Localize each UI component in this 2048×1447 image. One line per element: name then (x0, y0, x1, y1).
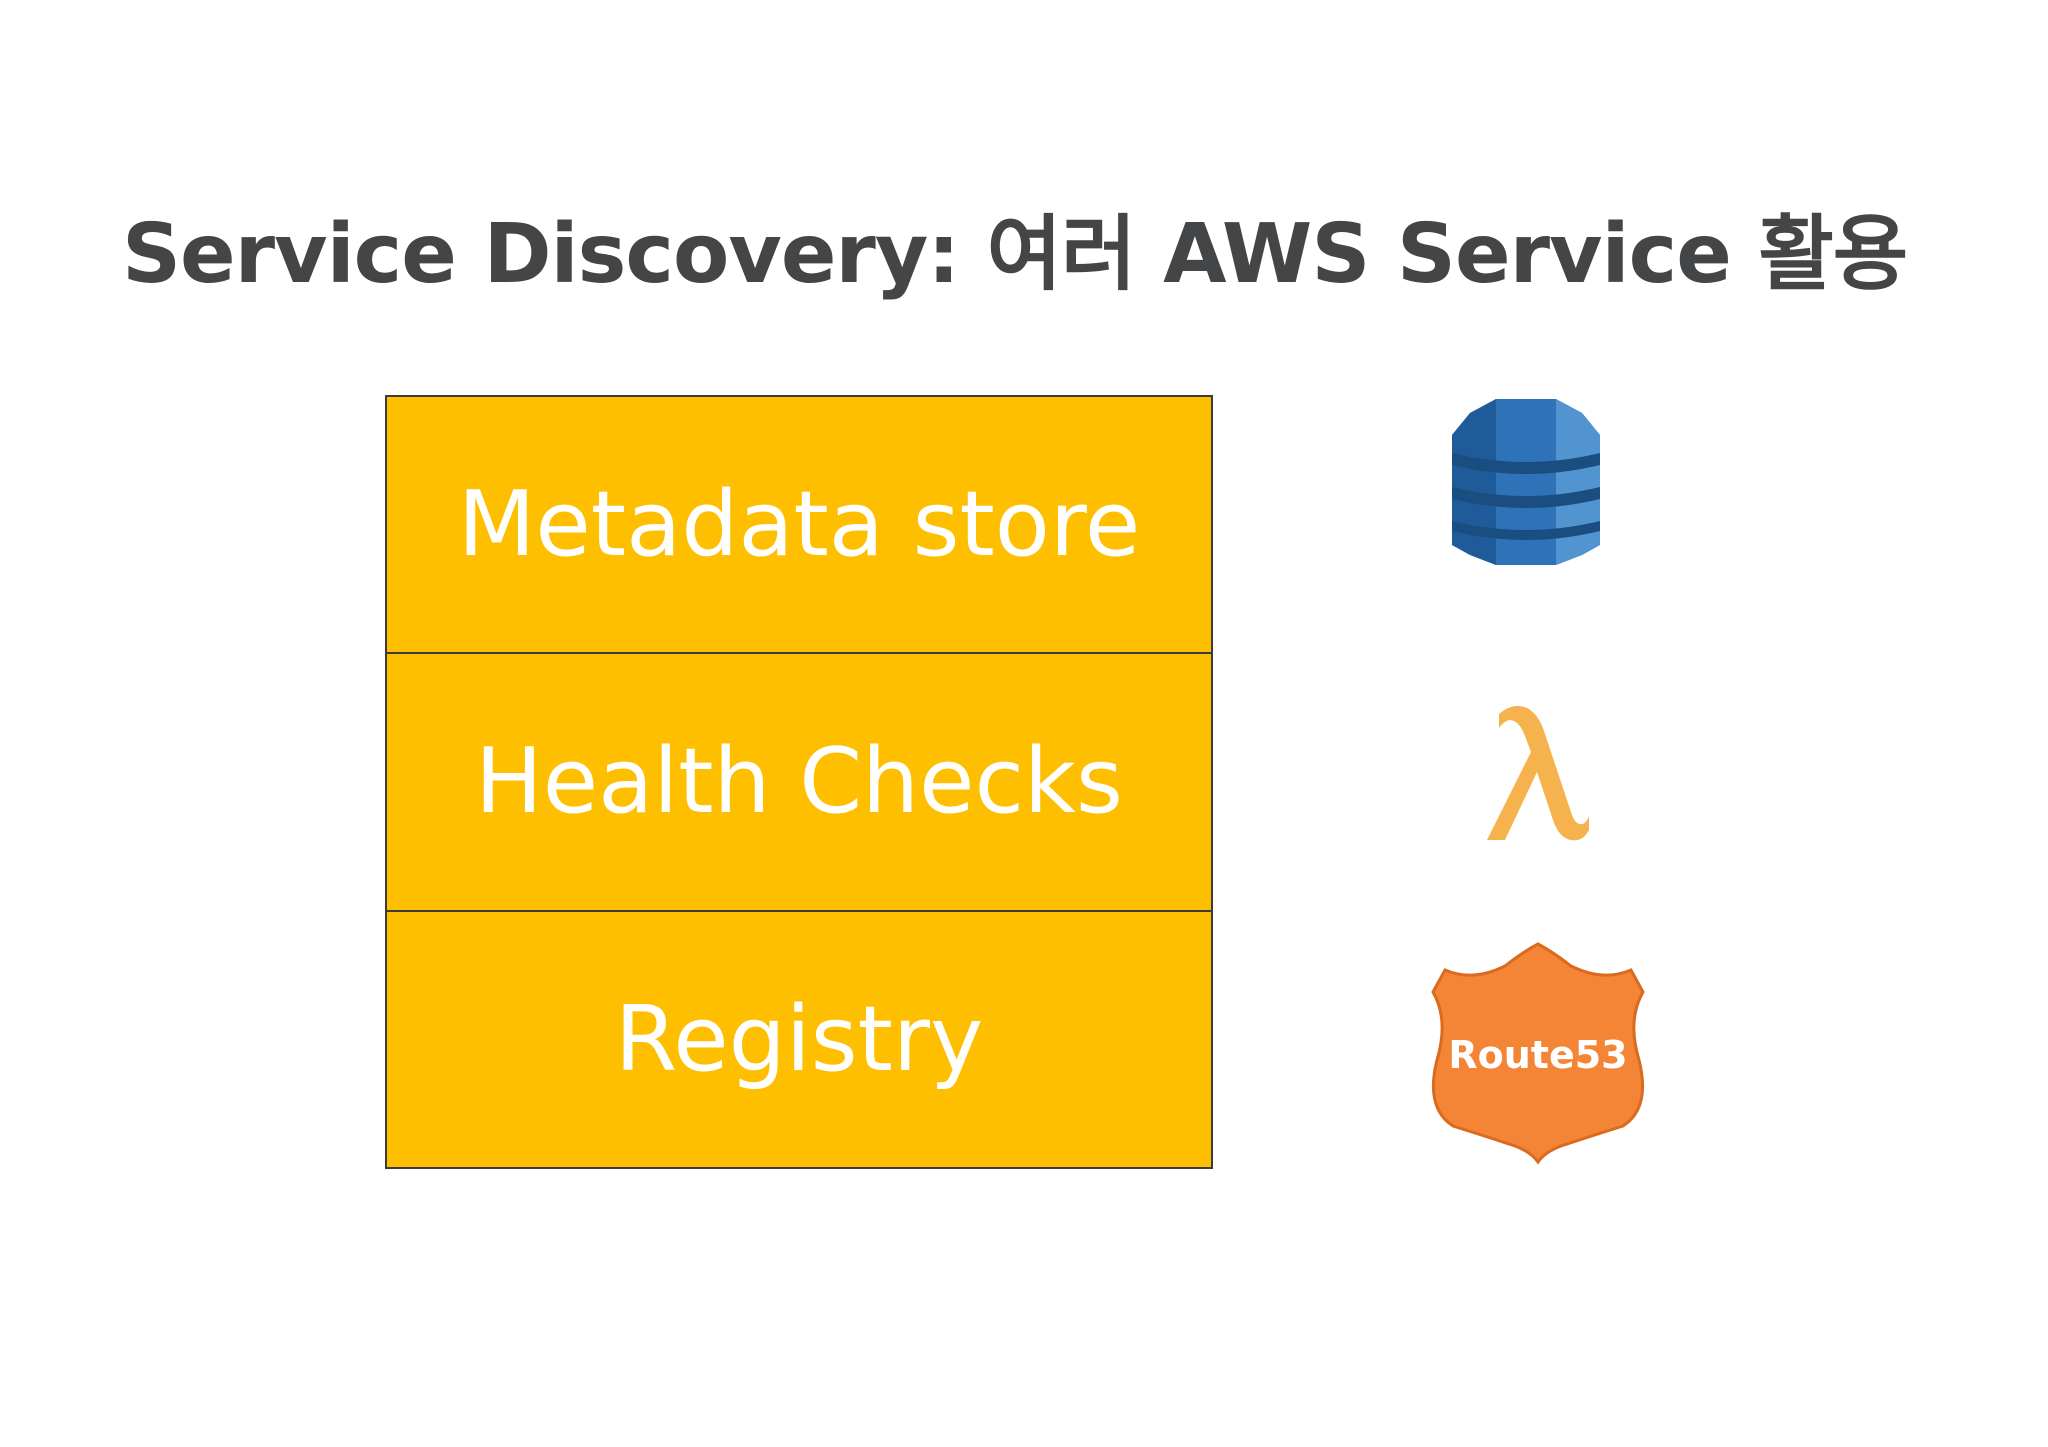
lambda-icon (1487, 706, 1589, 841)
service-discovery-stack: Metadata store Health Checks Registry (385, 395, 1213, 1169)
layer-health-checks: Health Checks (387, 654, 1211, 912)
dynamodb-icon (1452, 399, 1600, 565)
slide-title: Service Discovery: 여러 AWS Service 활용 (122, 207, 1908, 302)
route53-label: Route53 (1448, 1033, 1627, 1077)
layer-metadata-store: Metadata store (387, 397, 1211, 655)
layer-registry: Registry (387, 911, 1211, 1167)
route53-icon: Route53 (1431, 942, 1645, 1165)
